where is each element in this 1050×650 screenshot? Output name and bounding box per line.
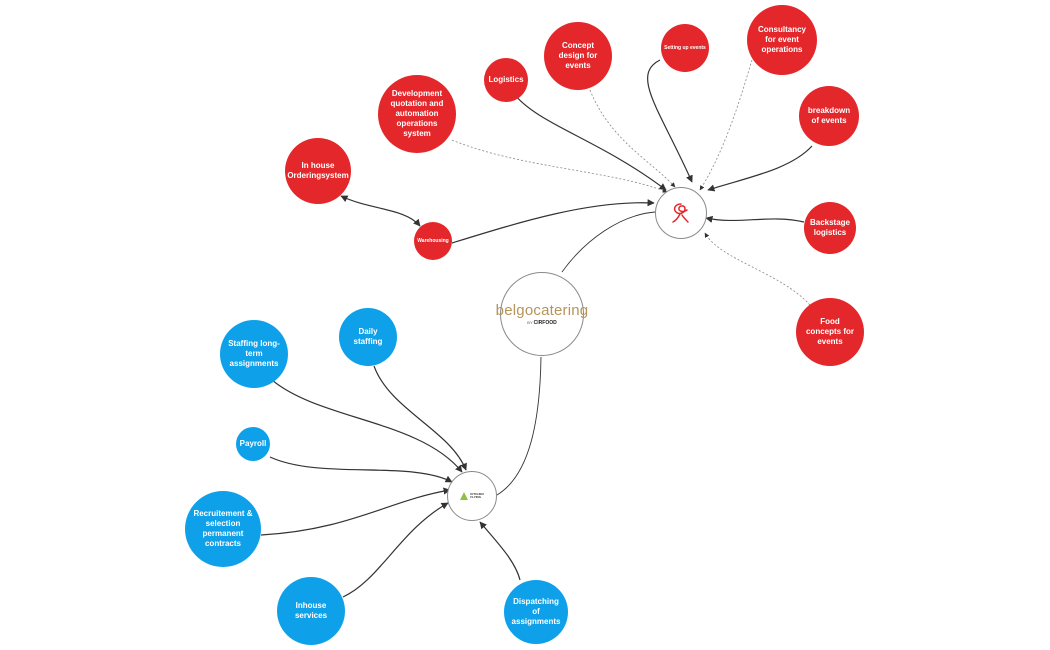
belgocatering-center-node[interactable]: belgocatering BY CIRFOOD bbox=[496, 272, 588, 356]
edge-breakdown bbox=[707, 145, 813, 192]
node-label: Daily staffing bbox=[353, 327, 383, 346]
node-setting-up[interactable]: Setting up events bbox=[661, 24, 709, 72]
edge-center-red bbox=[561, 211, 656, 273]
kitchen-flying-logo: KITCHEN FLYING bbox=[460, 492, 484, 500]
edge-food bbox=[704, 232, 811, 306]
node-staffing-long-term[interactable]: Staffing long-term assignments bbox=[220, 320, 288, 388]
node-warehousing[interactable]: Warehousing bbox=[414, 222, 452, 260]
edge-backstage bbox=[705, 215, 805, 223]
node-backstage[interactable]: Backstage logistics bbox=[804, 202, 856, 254]
edge-inhouse-services bbox=[342, 502, 449, 598]
edge-warehousing bbox=[451, 199, 655, 244]
edge-setting bbox=[647, 59, 693, 183]
node-label: Backstage logistics bbox=[809, 218, 851, 237]
edge-staffing-long bbox=[271, 379, 463, 473]
edge-consult bbox=[699, 59, 753, 191]
node-label: Warehousing bbox=[417, 238, 449, 244]
node-label: Staffing long-term assignments bbox=[228, 339, 280, 368]
node-label: Dispatching of assignments bbox=[511, 597, 561, 626]
edge-concept bbox=[589, 89, 676, 188]
node-consultancy[interactable]: Consultancy for event operations bbox=[747, 5, 817, 75]
node-label: In house Orderingsystem bbox=[287, 161, 349, 180]
node-development-quotation[interactable]: Development quotation and automation ope… bbox=[378, 75, 456, 153]
node-dispatching[interactable]: Dispatching of assignments bbox=[504, 580, 568, 644]
node-inhouse-ordering[interactable]: In house Orderingsystem bbox=[285, 138, 351, 204]
parent-brand: CIRFOOD bbox=[533, 320, 557, 326]
node-label: Logistics bbox=[488, 75, 524, 84]
brand-by: BY bbox=[527, 320, 533, 325]
node-label: Development quotation and automation ope… bbox=[390, 89, 444, 138]
logo-line2: FLYING bbox=[470, 495, 482, 499]
node-label: Inhouse services bbox=[294, 601, 328, 620]
edge-recruit bbox=[260, 487, 451, 536]
catering-swirl-icon bbox=[672, 203, 689, 223]
node-breakdown[interactable]: breakdown of events bbox=[799, 86, 859, 146]
edge-daily bbox=[373, 365, 467, 471]
node-daily-staffing[interactable]: Daily staffing bbox=[339, 308, 397, 366]
node-logistics[interactable]: Logistics bbox=[484, 58, 528, 102]
node-label: Setting up events bbox=[664, 45, 706, 51]
edge-logistics bbox=[514, 94, 667, 191]
edge-center-blue bbox=[496, 356, 542, 496]
node-recruitment[interactable]: Recruitement & selection permanent contr… bbox=[185, 491, 261, 567]
belgocatering-logo: belgocatering BY CIRFOOD bbox=[496, 302, 589, 326]
edge-payroll bbox=[269, 456, 453, 483]
node-inhouse-services[interactable]: Inhouse services bbox=[277, 577, 345, 645]
edge-dispatch bbox=[479, 521, 521, 581]
node-label: Recruitement & selection permanent contr… bbox=[193, 509, 253, 548]
node-food-concepts[interactable]: Food concepts for events bbox=[796, 298, 864, 366]
edge-inhouse-warehousing bbox=[340, 195, 421, 227]
logo-line1: KITCHEN bbox=[470, 492, 484, 496]
brand-prefix: belgo bbox=[495, 302, 534, 319]
node-label: Payroll bbox=[239, 439, 267, 448]
node-label: Consultancy for event operations bbox=[757, 25, 806, 54]
node-label: breakdown of events bbox=[807, 106, 851, 125]
staffing-hub-node[interactable]: KITCHEN FLYING bbox=[447, 471, 497, 521]
edge-devquote bbox=[451, 139, 668, 193]
node-concept-design[interactable]: Concept design for events bbox=[544, 22, 612, 90]
kitchen-flying-icon bbox=[460, 492, 469, 500]
node-payroll[interactable]: Payroll bbox=[236, 427, 270, 461]
brand-suffix: catering bbox=[533, 302, 589, 319]
events-hub-node[interactable] bbox=[655, 187, 707, 239]
node-label: Concept design for events bbox=[558, 41, 598, 70]
node-label: Food concepts for events bbox=[805, 317, 854, 346]
